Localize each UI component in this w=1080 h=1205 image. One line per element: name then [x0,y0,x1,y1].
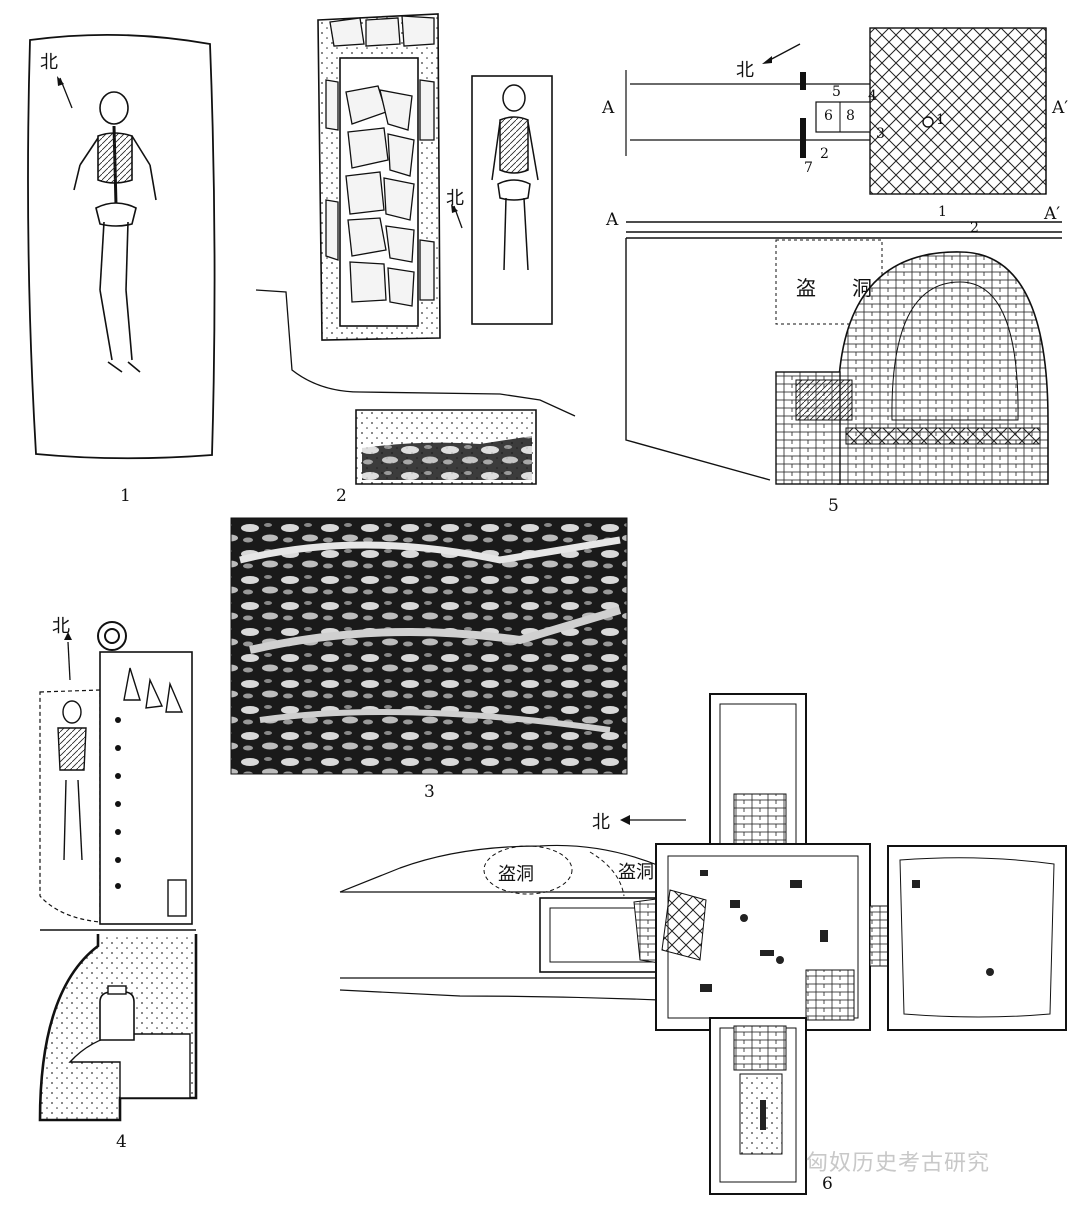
plan-item-2: 2 [820,146,829,162]
plan-item-4: 4 [868,88,877,104]
figure-1-burial-plan [27,33,216,460]
plan-item-8: 8 [846,108,855,124]
figure-number-2: 2 [336,486,347,506]
figure-3-photograph [230,517,628,775]
plan-item-1: 1 [936,112,945,128]
figure-4-niche-burial [38,621,198,1122]
skeleton-1 [73,91,157,373]
section-mark-a-plan: A [602,98,615,118]
north-label-4: 北 [52,616,70,637]
robber-hole-label-2: 盗洞 [618,862,654,883]
plan-item-3: 3 [876,126,885,142]
figure-5-brick-tomb [625,27,1062,485]
north-label-2: 北 [446,188,464,209]
robber-hole-char-1: 盗 [796,276,816,300]
figure-number-4: 4 [116,1132,127,1152]
figure-6-cruciform-tomb [339,693,1067,1195]
robber-hole-char-2: 洞 [852,276,872,300]
plan-item-6: 6 [824,108,833,124]
north-arrow-6 [620,815,686,825]
figure-number-6: 6 [822,1174,833,1194]
section-line-1: 1 [938,204,947,220]
section-mark-a-section: A [606,210,619,230]
section-line-2: 2 [970,220,979,236]
plan-item-5: 5 [832,84,841,100]
north-arrow-1 [57,76,73,109]
figure-number-1: 1 [120,486,131,506]
skeleton-2 [491,84,539,271]
watermark: 匈奴历史考古研究 [806,1151,991,1176]
north-arrow-5 [762,43,801,64]
plan-item-7: 7 [804,160,813,176]
figure-number-5: 5 [828,496,839,516]
north-arrow-2 [451,204,463,229]
north-label-6: 北 [592,812,610,833]
section-mark-a-prime-section: A′ [1044,204,1061,224]
figure-number-3: 3 [424,782,435,802]
robber-hole-label-1: 盗洞 [498,864,534,885]
north-label-1: 北 [40,52,58,73]
north-arrow-4 [64,632,72,681]
section-mark-a-prime-plan: A′ [1052,98,1069,118]
north-label-5: 北 [736,60,754,81]
figure-2-stone-coffin [255,13,576,485]
